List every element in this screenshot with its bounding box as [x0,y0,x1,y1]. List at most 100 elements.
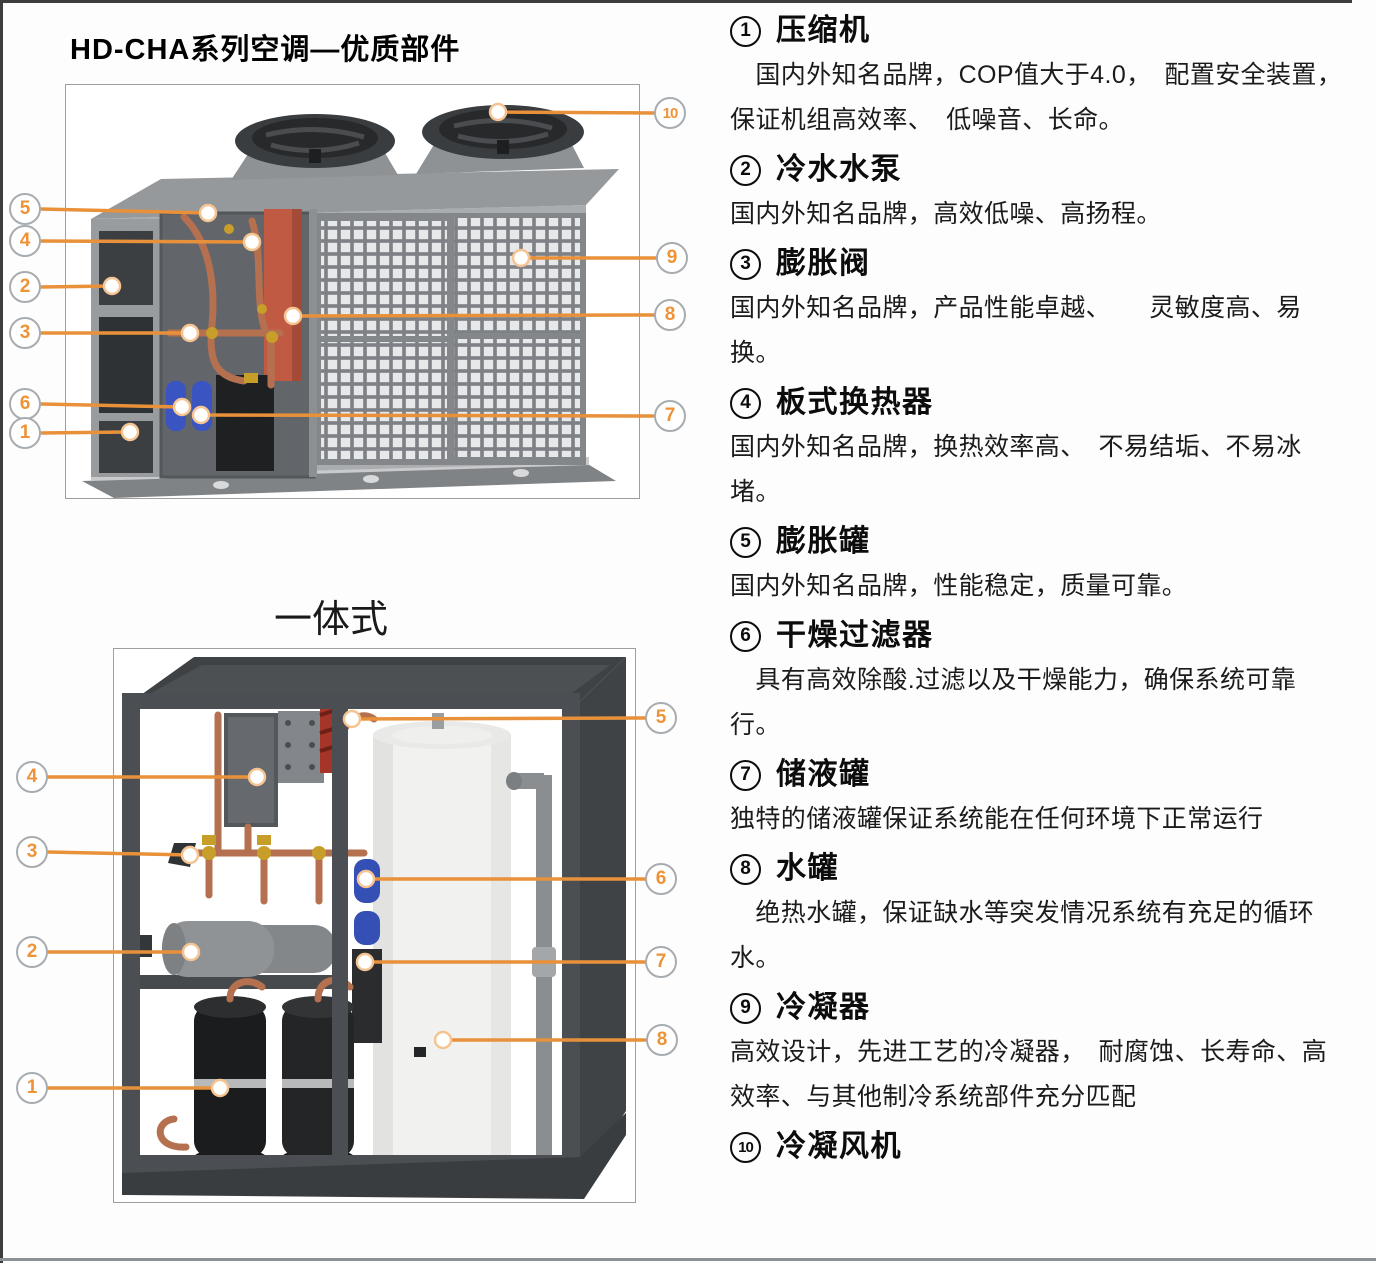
part-name: 冷水水泵 [776,153,902,186]
water-pipe [506,772,556,1157]
page-top-border [0,0,1352,3]
receiver-tank [352,949,382,1043]
part-number-badge: 3 [730,248,761,280]
part-item: 3 膨胀阀 国内外知名品牌，产品性能卓越、 灵敏度高、易换。 [730,246,1370,376]
figure2-callout-6: 6 [645,863,677,895]
part-heading: 8 水罐 [730,851,1370,887]
part-name: 水罐 [776,852,839,885]
chiller-left-panels [91,219,161,477]
part-item: 1 压缩机 国内外知名品牌，COP值大于4.0， 配置安全装置， 保证机组高效率、… [730,13,1370,143]
part-description-line: 具有高效除酸.过滤以及干燥能力，确保系统可靠 [730,666,1297,694]
part-description-line: 保证机组高效率、 低噪音、长命。 [730,106,1124,134]
figure1-callout-4: 4 [9,225,41,257]
figure2-callout-4: 4 [16,761,48,793]
part-name: 储液罐 [776,758,871,791]
part-item: 4 板式换热器 国内外知名品牌，换热效率高、 不易结垢、不易冰堵。 [730,385,1370,515]
compressors [194,976,354,1165]
callout-number: 8 [664,304,676,325]
plate-heat-exchanger [224,713,278,827]
part-description-line: 国内外知名品牌，高效低噪、高扬程。 [730,200,1162,228]
condenser-fan-icon [416,105,584,174]
part-description-line: 国内外知名品牌，COP值大于4.0， 配置安全装置， [730,61,1343,89]
page-bottom-border [0,1258,1376,1261]
chiller-interior-components [159,209,317,479]
frame-skid [122,1113,626,1199]
part-name: 膨胀阀 [776,247,871,280]
callout-number: 10 [662,104,679,122]
water-pumps [162,921,336,977]
page-title: HD-CHA系列空调—优质部件 [70,34,461,66]
part-description: 绝热水罐，保证缺水等突发情况系统有充足的循环水。 [730,891,1370,981]
figure2-callout-2: 2 [16,936,48,968]
figure1-callout-6: 6 [9,388,41,420]
part-number-badge: 5 [730,526,761,558]
part-description-line: 国内外知名品牌，性能稳定，质量可靠。 [730,572,1188,600]
figure1-image-frame [65,84,640,499]
callout-number: 5 [19,198,31,219]
part-name: 冷凝风机 [776,1130,902,1163]
part-description-line: 换。 [730,339,781,367]
part-heading: 5 膨胀罐 [730,524,1370,560]
figure1-callout-1: 1 [9,417,41,449]
figure1-callout-2: 2 [9,271,41,303]
figure1-callout-3: 3 [9,317,41,349]
filter-drier [354,859,380,903]
figure1-annotated-machine: 5 4 2 3 6 1 10 9 8 7 [0,84,700,499]
callout-number: 2 [19,276,31,297]
callout-number: 9 [666,247,678,268]
brass-valves [202,835,326,860]
figure2-image-frame [113,648,636,1203]
callout-number: 1 [19,422,31,443]
part-description-line: 国内外知名品牌，换热效率高、 不易结垢、不易冰 [730,433,1302,461]
part-heading: 2 冷水水泵 [730,152,1370,188]
figure2-caption: 一体式 [273,599,388,641]
part-name: 膨胀罐 [776,525,871,558]
part-description: 国内外知名品牌，产品性能卓越、 灵敏度高、易换。 [730,286,1370,376]
figure1-callout-7: 7 [654,400,686,432]
part-description: 高效设计，先进工艺的冷凝器， 耐腐蚀、长寿命、高效率、与其他制冷系统部件充分匹配 [730,1030,1370,1120]
figure1-callout-10: 10 [654,97,686,129]
part-item: 7 储液罐 独特的储液罐保证系统能在任何环境下正常运行 [730,757,1370,842]
part-description-line: 堵。 [730,478,781,506]
parts-list: 1 压缩机 国内外知名品牌，COP值大于4.0， 配置安全装置， 保证机组高效率、… [730,4,1370,1172]
part-description-line: 独特的储液罐保证系统能在任何环境下正常运行 [730,805,1264,833]
part-heading: 1 压缩机 [730,13,1370,49]
callout-number: 5 [655,707,667,728]
figure2-callout-5: 5 [645,702,677,734]
page-left-border [0,0,3,1263]
part-description: 国内外知名品牌，换热效率高、 不易结垢、不易冰堵。 [730,425,1370,515]
figure1-callout-8: 8 [654,299,686,331]
callout-number: 7 [655,951,667,972]
part-description-line: 国内外知名品牌，产品性能卓越、 灵敏度高、易 [730,294,1302,322]
callout-number: 4 [19,230,31,251]
callout-number: 3 [26,841,38,862]
part-heading: 7 储液罐 [730,757,1370,793]
frame-tab [140,935,152,957]
part-name: 板式换热器 [776,386,934,419]
expansion-valve [168,843,196,867]
part-item: 10 冷凝风机 [730,1129,1370,1165]
frame-front-bars [122,693,580,1173]
figure2-callout-7: 7 [645,946,677,978]
part-description: 国内外知名品牌，COP值大于4.0， 配置安全装置， 保证机组高效率、 低噪音、长… [730,53,1370,143]
part-heading: 6 干燥过滤器 [730,618,1370,654]
part-description-line: 效率、与其他制冷系统部件充分匹配 [730,1083,1137,1111]
part-name: 冷凝器 [776,991,871,1024]
filter-drier [354,911,380,945]
callout-number: 1 [26,1077,38,1098]
callout-number: 6 [19,393,31,414]
filter-drier [192,381,212,431]
frame-right-face [574,657,626,1189]
figure1-chiller-illustration [82,105,619,498]
filter-drier [166,381,186,431]
part-heading: 10 冷凝风机 [730,1129,1370,1165]
part-number-badge: 2 [730,154,761,186]
part-description: 国内外知名品牌，高效低噪、高扬程。 [730,192,1370,237]
part-description-line: 行。 [730,711,781,739]
part-item: 5 膨胀罐 国内外知名品牌，性能稳定，质量可靠。 [730,524,1370,609]
figure1-callout-9: 9 [656,242,688,274]
callout-number: 2 [26,941,38,962]
part-heading: 3 膨胀阀 [730,246,1370,282]
part-number-badge: 6 [730,620,761,652]
